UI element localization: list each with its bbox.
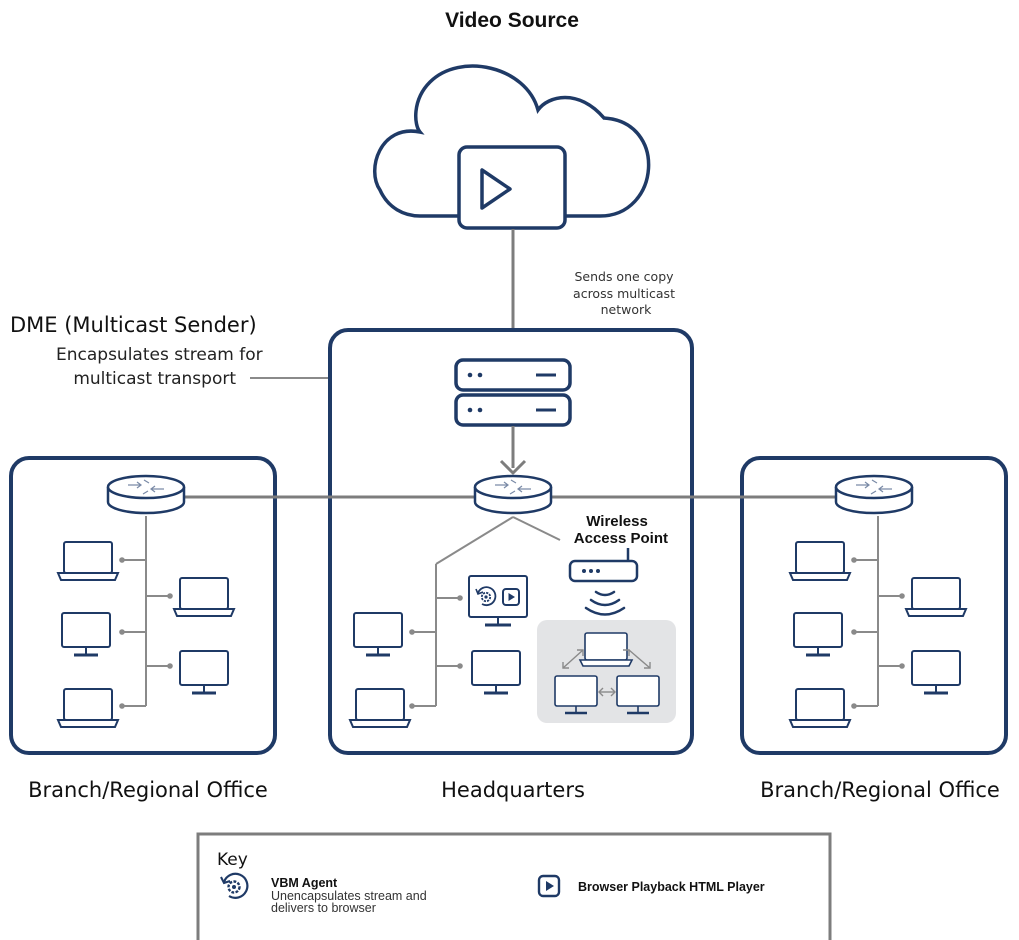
router-icon-right <box>834 474 914 515</box>
wireless-access-point-icon <box>568 548 639 583</box>
wifi-signal-icon <box>584 590 626 616</box>
desktop-monitor-icon <box>471 650 521 695</box>
desktop-monitor-with-agent-icon <box>468 575 528 627</box>
video-player-icon <box>457 145 567 230</box>
dme-description-line-2: multicast transport <box>73 369 236 389</box>
laptop-icon <box>348 688 412 728</box>
wap-label-line-2: Access Point <box>574 530 668 547</box>
laptop-icon <box>788 541 852 581</box>
browser-player-icon <box>502 588 520 606</box>
browser-player-key-icon <box>537 874 561 898</box>
desktop-monitor-icon <box>179 650 229 695</box>
multicast-note-line-1: Sends one copy <box>574 269 674 284</box>
dme-server-icon <box>454 358 572 427</box>
dme-description: Encapsulates stream for multicast transp… <box>56 345 268 389</box>
desktop-monitor-icon <box>353 612 403 657</box>
vbm-agent-description-line-2: delivers to browser <box>271 901 376 915</box>
dme-title: DME (Multicast Sender) <box>10 313 257 337</box>
router-icon-left <box>106 474 186 515</box>
dme-description-line-1: Encapsulates stream for <box>56 345 263 365</box>
lan-center <box>409 516 561 709</box>
lan-left <box>119 516 173 709</box>
wireless-access-point-label: Wireless Access Point <box>574 513 668 547</box>
desktop-monitor-icon <box>616 675 660 715</box>
desktop-monitor-icon <box>61 612 111 657</box>
lan-right <box>851 516 905 709</box>
vbm-agent-key-icon <box>220 872 249 899</box>
key-box <box>196 832 832 940</box>
vbm-agent-title: VBM Agent <box>271 876 338 890</box>
peer-arrows <box>562 649 651 697</box>
desktop-monitor-icon <box>793 612 843 657</box>
router-icon-center <box>473 474 553 515</box>
dme-to-router-arrow <box>499 426 527 475</box>
desktop-monitor-icon <box>911 650 961 695</box>
laptop-icon <box>904 577 968 617</box>
laptop-icon <box>788 688 852 728</box>
video-source-title: Video Source <box>445 9 579 32</box>
multicast-note: Sends one copy across multicast network <box>573 269 679 317</box>
laptop-icon <box>56 688 120 728</box>
laptop-icon <box>578 632 634 667</box>
multicast-note-line-2: across multicast <box>573 286 675 301</box>
browser-player-title: Browser Playback HTML Player <box>578 880 765 894</box>
office-label-right: Branch/Regional Office <box>760 778 1000 802</box>
multicast-note-line-3: network <box>601 302 653 317</box>
office-label-left: Branch/Regional Office <box>28 778 268 802</box>
office-label-center: Headquarters <box>441 778 585 802</box>
laptop-icon <box>172 577 236 617</box>
desktop-monitor-icon <box>554 675 598 715</box>
cloud-icon <box>373 64 651 218</box>
vbm-agent-description: Unencapsulates stream and delivers to br… <box>271 889 430 915</box>
wap-label-line-1: Wireless <box>586 513 648 530</box>
vbm-agent-icon <box>475 586 497 607</box>
vbm-agent-description-line-1: Unencapsulates stream and <box>271 889 427 903</box>
key-title: Key <box>217 850 248 870</box>
laptop-icon <box>56 541 120 581</box>
